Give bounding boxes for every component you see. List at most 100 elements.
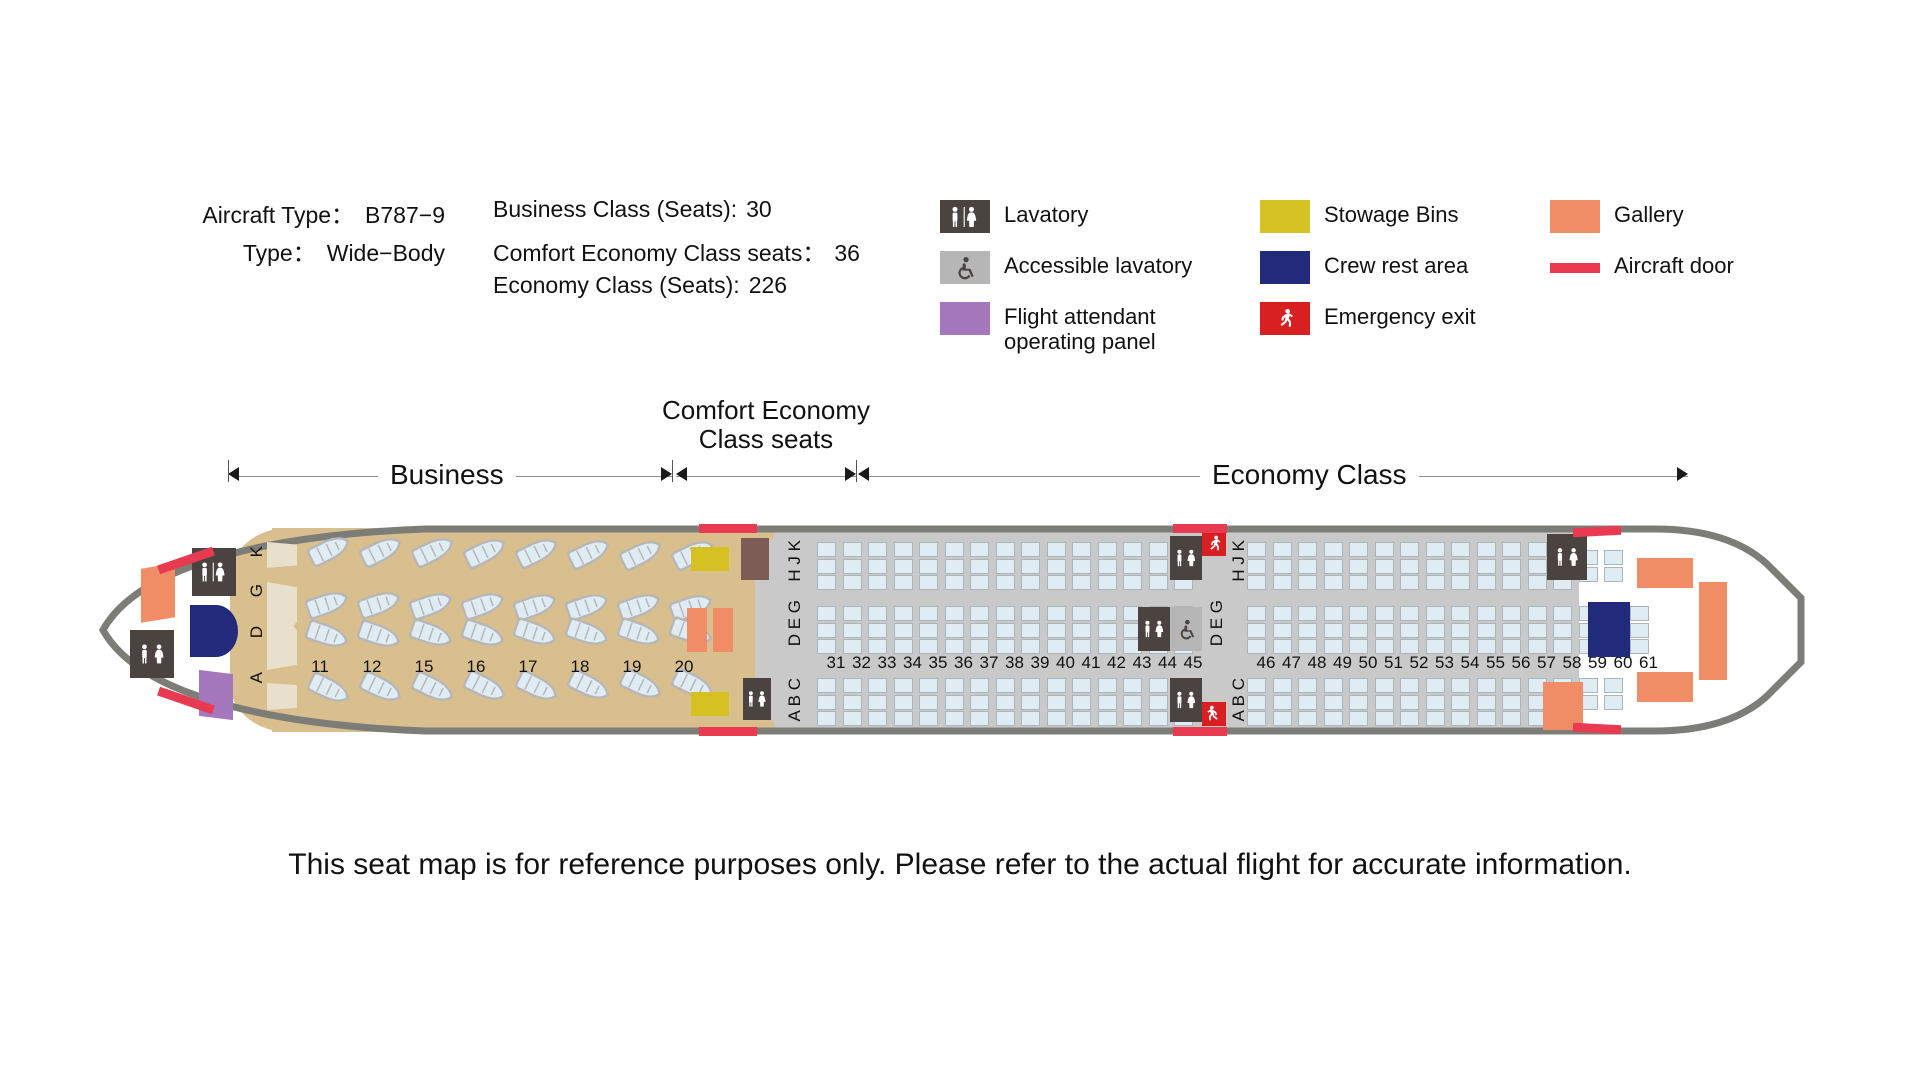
business-seat[interactable] [407, 586, 458, 623]
economy-seat[interactable] [995, 558, 1015, 574]
economy-seat[interactable] [1451, 558, 1470, 574]
business-seat[interactable] [355, 586, 406, 623]
business-seat[interactable] [564, 666, 615, 707]
economy-seat[interactable] [970, 558, 989, 574]
economy-seat[interactable] [1425, 622, 1445, 638]
business-seat[interactable] [304, 529, 355, 570]
business-seat[interactable] [512, 531, 563, 572]
economy-seat[interactable] [868, 542, 887, 557]
economy-seat[interactable] [1247, 711, 1266, 726]
economy-seat[interactable] [1323, 606, 1343, 621]
economy-seat[interactable] [1451, 575, 1470, 590]
economy-seat[interactable] [1021, 622, 1040, 638]
economy-seat[interactable] [1400, 678, 1419, 693]
economy-seat[interactable] [1072, 575, 1091, 590]
economy-seat[interactable] [1097, 678, 1117, 693]
business-seat[interactable] [616, 533, 667, 574]
business-seat[interactable] [459, 586, 510, 623]
economy-seat[interactable] [1021, 606, 1040, 621]
economy-seat[interactable] [817, 678, 836, 693]
economy-seat[interactable] [1451, 639, 1470, 654]
economy-seat[interactable] [1476, 678, 1496, 693]
economy-seat[interactable] [1553, 639, 1572, 654]
economy-seat[interactable] [1097, 575, 1117, 590]
economy-seat[interactable] [1072, 542, 1091, 557]
economy-seat[interactable] [817, 711, 836, 726]
economy-seat[interactable] [970, 606, 989, 621]
economy-seat[interactable] [1425, 711, 1445, 726]
economy-seat[interactable] [1374, 606, 1394, 621]
economy-seat[interactable] [1553, 606, 1572, 621]
economy-seat[interactable] [1021, 542, 1040, 557]
economy-seat[interactable] [1097, 711, 1117, 726]
economy-seat[interactable] [1298, 639, 1317, 654]
economy-seat[interactable] [1247, 639, 1266, 654]
economy-seat[interactable] [842, 678, 862, 693]
economy-seat[interactable] [1247, 606, 1266, 621]
economy-seat[interactable] [970, 622, 989, 638]
economy-seat[interactable] [1323, 694, 1343, 710]
economy-seat[interactable] [995, 622, 1015, 638]
economy-seat[interactable] [970, 711, 989, 726]
economy-seat[interactable] [1148, 694, 1168, 710]
economy-seat[interactable] [1349, 606, 1368, 621]
economy-seat[interactable] [1123, 558, 1142, 574]
economy-seat[interactable] [1629, 639, 1649, 654]
economy-seat[interactable] [1349, 542, 1368, 557]
economy-seat[interactable] [893, 606, 913, 621]
economy-seat[interactable] [1272, 711, 1292, 726]
economy-seat[interactable] [842, 575, 862, 590]
economy-seat[interactable] [970, 575, 989, 590]
business-seat[interactable] [460, 667, 511, 708]
economy-seat[interactable] [1476, 711, 1496, 726]
economy-seat[interactable] [970, 542, 989, 557]
economy-seat[interactable] [1148, 711, 1168, 726]
economy-seat[interactable] [1476, 542, 1496, 557]
economy-seat[interactable] [944, 711, 964, 726]
economy-seat[interactable] [1425, 639, 1445, 654]
economy-seat[interactable] [1502, 622, 1521, 638]
economy-seat[interactable] [1272, 694, 1292, 710]
economy-seat[interactable] [1451, 622, 1470, 638]
economy-seat[interactable] [1272, 575, 1292, 590]
economy-seat[interactable] [944, 639, 964, 654]
business-seat[interactable] [459, 616, 510, 653]
economy-seat[interactable] [868, 694, 887, 710]
economy-seat[interactable] [995, 711, 1015, 726]
economy-seat[interactable] [1123, 694, 1142, 710]
economy-seat[interactable] [1476, 694, 1496, 710]
economy-seat[interactable] [1502, 575, 1521, 590]
economy-seat[interactable] [1298, 711, 1317, 726]
economy-seat[interactable] [1247, 575, 1266, 590]
economy-seat[interactable] [1072, 558, 1091, 574]
economy-seat[interactable] [868, 711, 887, 726]
economy-seat[interactable] [868, 622, 887, 638]
business-seat[interactable] [407, 616, 458, 653]
economy-seat[interactable] [868, 558, 887, 574]
economy-seat[interactable] [1046, 606, 1066, 621]
economy-seat[interactable] [1072, 622, 1091, 638]
economy-seat[interactable] [817, 542, 836, 557]
economy-seat[interactable] [1400, 542, 1419, 557]
economy-seat[interactable] [1272, 639, 1292, 654]
business-seat[interactable] [668, 665, 719, 706]
economy-seat[interactable] [1527, 575, 1547, 590]
business-seat[interactable] [512, 667, 563, 708]
economy-seat[interactable] [1400, 558, 1419, 574]
economy-seat[interactable] [1148, 558, 1168, 574]
economy-seat[interactable] [1451, 694, 1470, 710]
economy-seat[interactable] [1072, 606, 1091, 621]
economy-seat[interactable] [1247, 542, 1266, 557]
economy-seat[interactable] [1323, 558, 1343, 574]
economy-seat[interactable] [1476, 606, 1496, 621]
economy-seat[interactable] [1425, 678, 1445, 693]
economy-seat[interactable] [1502, 558, 1521, 574]
economy-seat[interactable] [893, 711, 913, 726]
economy-seat[interactable] [1021, 575, 1040, 590]
economy-seat[interactable] [919, 558, 938, 574]
economy-seat[interactable] [1298, 606, 1317, 621]
economy-seat[interactable] [1400, 606, 1419, 621]
economy-seat[interactable] [1323, 575, 1343, 590]
business-seat[interactable] [563, 615, 614, 652]
economy-seat[interactable] [1272, 622, 1292, 638]
